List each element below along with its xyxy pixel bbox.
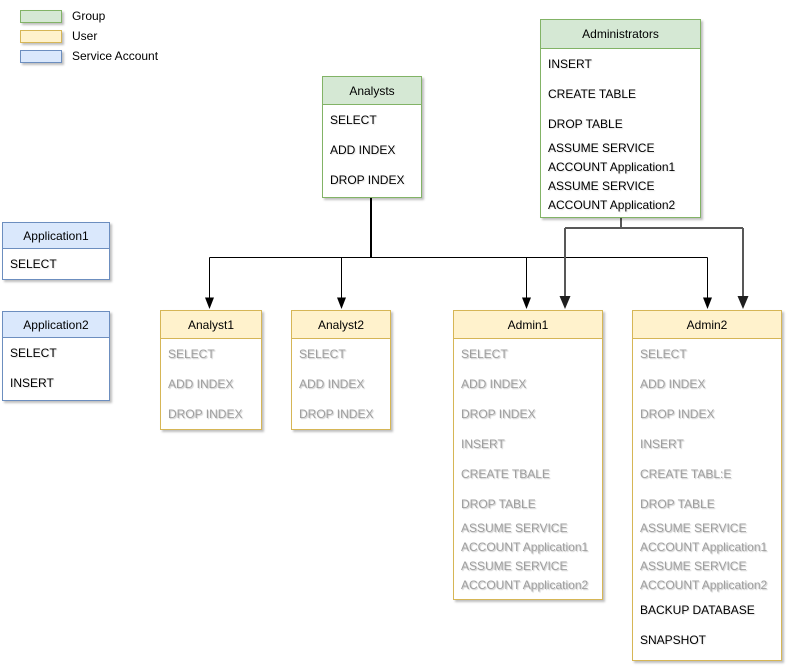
- node-analysts[interactable]: Analysts SELECT ADD INDEX DROP INDEX: [322, 76, 422, 198]
- permission-item[interactable]: SNAPSHOT: [640, 632, 707, 647]
- permission-item[interactable]: ASSUME SERVICE ACCOUNT Application2: [640, 559, 768, 592]
- permission-item[interactable]: ADD INDEX: [168, 376, 234, 391]
- permission-item[interactable]: SELECT: [10, 345, 57, 360]
- permission-item[interactable]: DROP INDEX: [168, 406, 243, 421]
- permission-item[interactable]: ASSUME SERVICE ACCOUNT Application1: [461, 521, 589, 554]
- permission-item[interactable]: ADD INDEX: [461, 376, 527, 391]
- node-analysts-title[interactable]: Analysts: [323, 77, 421, 105]
- node-analyst1[interactable]: Analyst1 SELECT ADD INDEX DROP INDEX: [160, 310, 262, 430]
- permission-item[interactable]: ADD INDEX: [640, 376, 706, 391]
- permission-item[interactable]: SELECT: [640, 346, 687, 361]
- node-application1-title[interactable]: Application1: [3, 223, 109, 249]
- permission-item[interactable]: SELECT: [299, 346, 346, 361]
- node-administrators-permissions: INSERT CREATE TABLE DROP TABLE ASSUME SERVI…: [541, 49, 700, 217]
- permission-item[interactable]: INSERT: [548, 56, 592, 71]
- node-analysts-permissions: SELECT ADD INDEX DROP INDEX: [323, 105, 421, 197]
- group-swatch-icon: [20, 9, 62, 23]
- permission-item[interactable]: ADD INDEX: [330, 142, 396, 157]
- permission-item[interactable]: SELECT: [330, 112, 377, 127]
- legend-label-group: Group: [72, 9, 106, 23]
- permission-item[interactable]: SELECT: [461, 346, 508, 361]
- permission-item[interactable]: BACKUP DATABASE: [640, 602, 755, 617]
- service-account-swatch-icon: [20, 49, 62, 63]
- permission-item[interactable]: CREATE TBALE: [461, 466, 550, 481]
- node-application1[interactable]: Application1 SELECT: [2, 222, 110, 280]
- permission-item[interactable]: CREATE TABL:E: [640, 466, 732, 481]
- permission-item[interactable]: DROP INDEX: [330, 172, 405, 187]
- permission-item[interactable]: DROP TABLE: [461, 496, 536, 511]
- permission-item[interactable]: ASSUME SERVICE ACCOUNT Application2: [461, 559, 589, 592]
- permission-item[interactable]: CREATE TABLE: [548, 86, 637, 101]
- permission-item[interactable]: ADD INDEX: [299, 376, 365, 391]
- user-swatch-icon: [20, 29, 62, 43]
- node-admin2-permissions: SELECT ADD INDEX DROP INDEX INSERT CREATE TA…: [633, 339, 781, 660]
- node-application2-title[interactable]: Application2: [3, 312, 109, 338]
- permission-item[interactable]: DROP TABLE: [640, 496, 715, 511]
- legend-label-service-account: Service Account: [72, 49, 159, 63]
- permission-item[interactable]: DROP INDEX: [640, 406, 715, 421]
- node-application2[interactable]: Application2 SELECT INSERT: [2, 311, 110, 401]
- permission-item[interactable]: DROP TABLE: [548, 116, 623, 131]
- node-application1-permissions: SELECT: [3, 249, 109, 279]
- permission-item[interactable]: ASSUME SERVICE ACCOUNT Application2: [548, 179, 676, 212]
- permission-item[interactable]: INSERT: [461, 436, 505, 451]
- node-analyst2-title[interactable]: Analyst2: [292, 311, 390, 339]
- permission-item[interactable]: INSERT: [640, 436, 684, 451]
- legend-item-group[interactable]: Group: [20, 6, 158, 26]
- node-analyst1-title[interactable]: Analyst1: [161, 311, 261, 339]
- permission-item[interactable]: ASSUME SERVICE ACCOUNT Application1: [640, 521, 768, 554]
- permission-item[interactable]: SELECT: [10, 256, 57, 271]
- permission-item[interactable]: ASSUME SERVICE ACCOUNT Application1: [548, 141, 676, 174]
- node-analyst1-permissions: SELECT ADD INDEX DROP INDEX: [161, 339, 261, 429]
- node-analyst2-permissions: SELECT ADD INDEX DROP INDEX: [292, 339, 390, 429]
- node-administrators-title[interactable]: Administrators: [541, 20, 700, 49]
- legend-label-user: User: [72, 29, 98, 43]
- permission-item[interactable]: DROP INDEX: [299, 406, 374, 421]
- permission-item[interactable]: INSERT: [10, 375, 54, 390]
- node-application2-permissions: SELECT INSERT: [3, 338, 109, 400]
- node-admin1-title[interactable]: Admin1: [454, 311, 602, 339]
- node-admin1-permissions: SELECT ADD INDEX DROP INDEX INSERT CREATE TB…: [454, 339, 602, 599]
- node-analyst2[interactable]: Analyst2 SELECT ADD INDEX DROP INDEX: [291, 310, 391, 430]
- legend-item-user[interactable]: User: [20, 26, 158, 46]
- legend: Group User Service Account: [20, 6, 158, 66]
- node-admin2-title[interactable]: Admin2: [633, 311, 781, 339]
- node-admin2[interactable]: Admin2 SELECT ADD INDEX DROP INDEX INSERT CR…: [632, 310, 782, 661]
- permission-item[interactable]: DROP INDEX: [461, 406, 536, 421]
- node-admin1[interactable]: Admin1 SELECT ADD INDEX DROP INDEX INSERT CR…: [453, 310, 603, 600]
- node-administrators[interactable]: Administrators INSERT CREATE TABLE DROP TA…: [540, 19, 701, 218]
- legend-item-service-account[interactable]: Service Account: [20, 46, 158, 66]
- permission-item[interactable]: SELECT: [168, 346, 215, 361]
